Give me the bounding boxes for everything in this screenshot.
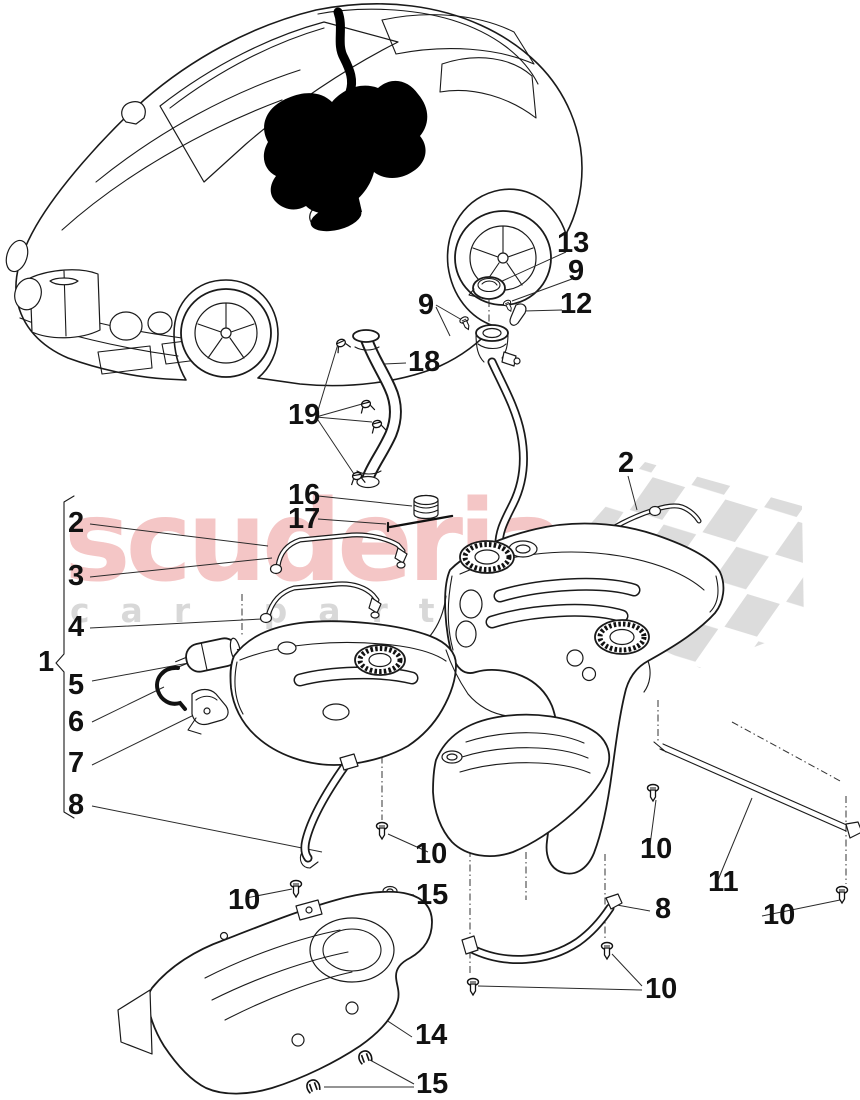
vent-pipe-4 — [259, 581, 382, 624]
bentley-badge-icon — [49, 277, 79, 286]
pump-ring-left — [354, 644, 406, 676]
shield-clip-15-icon — [304, 1077, 322, 1095]
callout-19: 19 — [288, 399, 320, 431]
callout-10-b: 10 — [640, 833, 672, 865]
front-wheel — [180, 288, 272, 378]
hose-clip-19-icon — [357, 398, 376, 415]
callout-10-c: 10 — [228, 884, 260, 916]
sender-ring-right-upper — [459, 540, 515, 574]
screw-10-icon — [600, 941, 614, 960]
callout-4: 4 — [68, 611, 84, 643]
car-illustration — [5, 3, 583, 387]
heat-shield-14 — [117, 890, 433, 1095]
assembly-bracket-1 — [55, 495, 75, 819]
headlight-inner — [147, 311, 173, 335]
callout-10-d: 10 — [763, 899, 795, 931]
callout-15-bottom: 15 — [416, 1068, 448, 1100]
callout-1: 1 — [38, 646, 54, 678]
hose-clip-19-icon — [368, 418, 387, 435]
callout-8-right: 8 — [655, 893, 671, 925]
fuel-system-silhouette — [263, 7, 428, 232]
bracket-12 — [509, 303, 527, 326]
screw-10-icon — [375, 821, 389, 840]
callout-15-top: 15 — [416, 879, 448, 911]
construction-lines — [241, 300, 847, 976]
callout-13: 13 — [557, 227, 589, 259]
clamp-6 — [155, 665, 187, 711]
grommet-16 — [413, 494, 439, 520]
callout-14: 14 — [415, 1019, 447, 1051]
sender-ring-right-lower — [594, 619, 650, 655]
callout-11: 11 — [708, 866, 739, 898]
strap-8-left — [299, 753, 359, 869]
callout-9-right: 9 — [568, 255, 584, 287]
vent-pipe-3 — [269, 532, 408, 575]
callout-10-a: 10 — [415, 838, 447, 870]
callout-12: 12 — [560, 288, 592, 320]
headlight-outer — [109, 311, 143, 341]
filler-neck — [475, 324, 521, 367]
screw-10-icon — [289, 879, 303, 898]
retaining-pin-17 — [386, 514, 454, 533]
screw-10-icon — [466, 977, 480, 996]
callout-16: 16 — [288, 479, 320, 511]
shield-clip-15-icon — [356, 1048, 374, 1066]
callouts: 13 9 12 9 18 19 16 17 2 2 3 4 1 5 6 7 8 … — [38, 227, 795, 1100]
car-rear-window — [439, 57, 537, 119]
fuel-tank-right — [444, 522, 725, 875]
screw-10-icon — [646, 783, 660, 802]
callout-2-right: 2 — [618, 447, 634, 479]
screw-9-icon — [458, 315, 473, 332]
filler-cap-13 — [468, 276, 506, 300]
callout-5: 5 — [68, 669, 84, 701]
callout-6: 6 — [68, 706, 84, 738]
car-hood-crease — [61, 69, 301, 231]
callout-7: 7 — [68, 747, 84, 779]
callout-2: 2 — [68, 507, 84, 539]
brace-bar-11 — [653, 741, 860, 839]
callout-17: 17 — [288, 503, 320, 535]
fuel-tank-lower — [432, 713, 611, 857]
callout-10-e: 10 — [645, 973, 677, 1005]
strap-8-right — [461, 893, 623, 964]
callout-3: 3 — [68, 560, 84, 592]
callout-18: 18 — [408, 346, 440, 378]
callout-8-left: 8 — [68, 789, 84, 821]
vent-hose-18 — [352, 329, 402, 489]
car-sunroof — [381, 14, 535, 65]
side-mirror-left — [121, 101, 146, 125]
bracket-7 — [187, 688, 229, 735]
callout-9-left: 9 — [418, 289, 434, 321]
